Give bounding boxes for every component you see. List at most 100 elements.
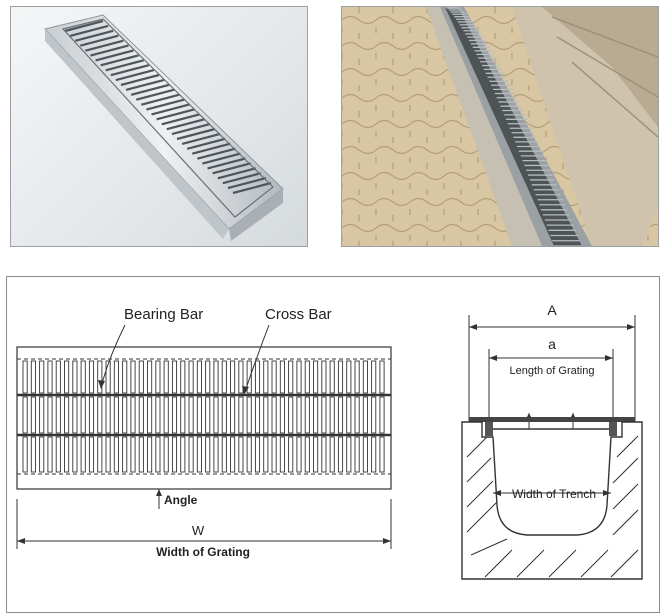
bearing-bar-segment (288, 360, 294, 394)
bearing-bar-segment (88, 360, 95, 394)
bearing-bar-segment (371, 436, 377, 473)
bearing-bar-segment (379, 436, 385, 473)
bearing-bar-segment (147, 396, 153, 434)
bearing-bar-segment (180, 436, 186, 473)
bearing-bar-segment (30, 360, 36, 394)
bearing-bar-segment (188, 360, 194, 394)
installed-trench-photo (341, 6, 659, 247)
bearing-bar-segment (196, 436, 202, 473)
bearing-bar-segment (246, 360, 252, 394)
bearing-bar-segment (271, 396, 277, 434)
bearing-bar-segment (205, 396, 211, 434)
bearing-bar-segment (80, 360, 86, 394)
bearing-bar-segment (354, 436, 360, 473)
bearing-bar-segment (230, 436, 236, 473)
bearing-bar-segment (279, 360, 285, 394)
bearing-bar-segment (288, 436, 294, 473)
bearing-bar-segment (371, 396, 377, 434)
bearing-bar-segment (329, 396, 335, 434)
bearing-bar-segment (105, 436, 111, 473)
bearing-bar-segment (346, 360, 352, 394)
cross-bar-label: Cross Bar (265, 306, 332, 323)
bearing-bar-segment (346, 396, 352, 434)
bearing-bar-segment (279, 436, 285, 473)
bearing-bar-segment (113, 436, 119, 473)
bearing-bar-segment (97, 436, 103, 473)
bearing-bar-segment (88, 396, 95, 434)
bearing-bar-segment (55, 360, 61, 394)
angle-label: Angle (164, 493, 198, 507)
bearing-bar-segment (221, 396, 227, 434)
bearing-bar-segment (88, 436, 95, 473)
bearing-bar-segment (213, 436, 219, 473)
bearing-bar-segment (329, 360, 335, 394)
bearing-bar-segment (196, 396, 202, 434)
bearing-bar-segment (263, 360, 269, 394)
width-of-grating-label: Width of Grating (156, 545, 250, 559)
bearing-bar-segment (39, 436, 45, 473)
bearing-bar-segment (130, 436, 136, 473)
a-lower-label: a (548, 336, 556, 352)
bearing-bar-segment (213, 396, 219, 434)
bearing-bar-segment (163, 360, 169, 394)
bearing-bar-segment (221, 360, 227, 394)
bearing-bar-segment (321, 360, 327, 394)
technical-drawing: Bearing Bar Cross Bar Angle W Width of G… (16, 302, 643, 580)
bearing-bar-segment (379, 360, 385, 394)
bearing-bar-segment (304, 360, 310, 394)
bearing-bar-segment (354, 360, 360, 394)
grating-outline (16, 346, 392, 490)
bearing-bar-segment (163, 436, 169, 473)
bearing-bar-segment (138, 360, 144, 394)
bearing-bar-segment (205, 436, 211, 473)
bearing-bar-label: Bearing Bar (124, 306, 203, 323)
bearing-bar-segment (64, 396, 70, 434)
bearing-bar-segment (105, 360, 111, 394)
bearing-bar-segment (238, 436, 244, 473)
bearing-bar-segment (171, 396, 178, 434)
bearing-bar-segment (147, 436, 153, 473)
bearing-bar-segment (321, 396, 327, 434)
bearing-bar-segment (138, 396, 144, 434)
bearing-bar-segment (72, 360, 78, 394)
bearing-bar-segment (313, 396, 319, 434)
bearing-bar-segment (230, 360, 236, 394)
bearing-bar-segment (47, 360, 53, 394)
plan-view: Bearing Bar Cross Bar Angle W Width of G… (16, 306, 392, 559)
trench-concrete-body (461, 421, 643, 580)
bearing-bar-segment (263, 396, 269, 434)
grating-product-photo (10, 6, 308, 247)
bearing-bar-segment (171, 360, 178, 394)
bearing-bar-segment (346, 436, 352, 473)
bearing-bar-segment (288, 396, 294, 434)
bearing-bar-segment (155, 360, 161, 394)
bearing-bar-leader (100, 324, 126, 388)
bearing-bar-segment (171, 436, 178, 473)
bearing-bar-segment (221, 436, 227, 473)
bearing-bar-segment (72, 396, 78, 434)
bearing-bar-segment (271, 436, 277, 473)
bearing-bar-segment (329, 436, 335, 473)
width-of-trench-label: Width of Trench (512, 487, 596, 501)
bearing-bar-segment (296, 360, 302, 394)
bearing-bar-segment (80, 396, 86, 434)
bearing-bar-segment (122, 396, 128, 434)
bearing-bar-segment (304, 396, 310, 434)
bearing-bar-segment (30, 396, 36, 434)
bearing-bar-segment (304, 436, 310, 473)
bearing-bar-segment (55, 396, 61, 434)
bearing-bar-segment (205, 360, 211, 394)
bearing-bar-segment (246, 436, 252, 473)
bearing-bar-segment (188, 396, 194, 434)
bearing-bar-segment (39, 396, 45, 434)
bearing-bar-segment (254, 360, 261, 394)
bearing-bar-segment (213, 360, 219, 394)
bearing-bar-segment (321, 436, 327, 473)
bearing-bar-segment (246, 396, 252, 434)
bearing-bar-segment (55, 436, 61, 473)
bearing-bar-segment (163, 396, 169, 434)
bearing-bar-segment (97, 360, 103, 394)
bearing-bar-segment (30, 436, 36, 473)
bearing-bar-segment (238, 396, 244, 434)
bearing-bar-segment (180, 360, 186, 394)
